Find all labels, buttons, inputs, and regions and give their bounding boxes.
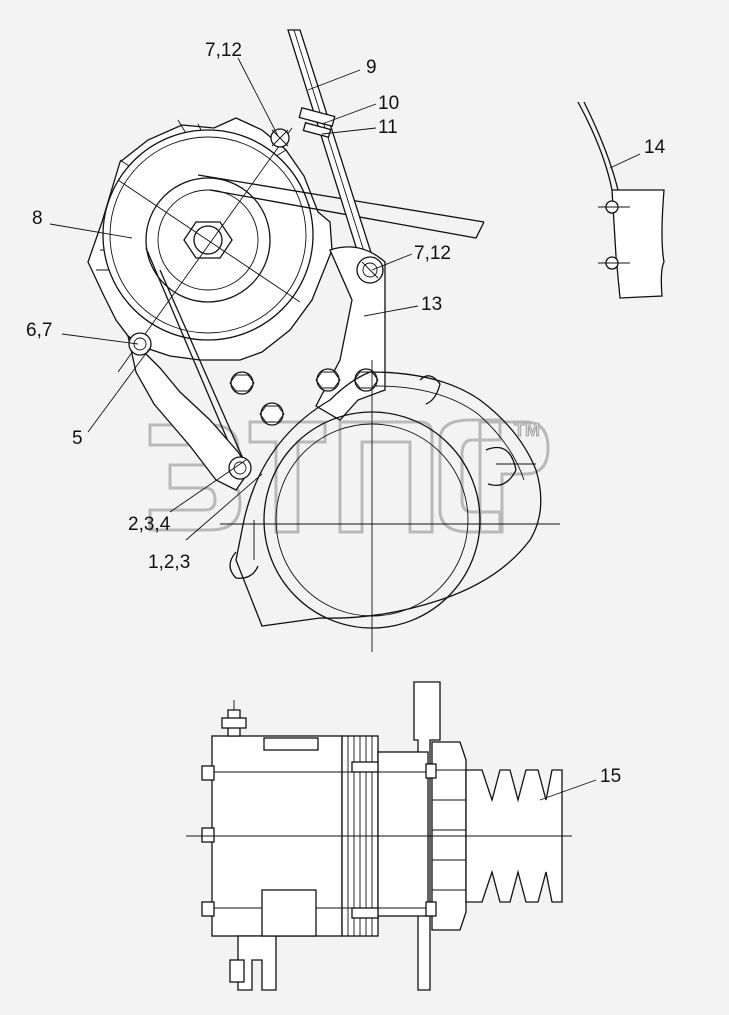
alternator-top-view	[87, 117, 485, 491]
callout-11: 11	[378, 117, 398, 138]
callout-7-12-mid: 7,12	[414, 243, 451, 264]
callout-9: 9	[366, 57, 377, 78]
callout-labels: 7,12 9 10 11 8 7,12 13 6,7 5 2,3,4 1,2,3…	[26, 40, 666, 787]
callout-7-12-top: 7,12	[205, 40, 242, 61]
detail-14	[577, 101, 665, 299]
callout-14: 14	[644, 137, 666, 158]
alternator-side-view	[186, 681, 572, 991]
callout-8: 8	[32, 208, 43, 229]
trademark-symbol: TM	[514, 420, 540, 440]
leader-lines	[49, 57, 641, 801]
callout-5: 5	[72, 428, 83, 449]
engine-housing	[220, 360, 560, 652]
callout-2-3-4: 2,3,4	[128, 514, 171, 535]
callout-15: 15	[600, 766, 621, 787]
callout-6-7: 6,7	[26, 320, 52, 341]
callout-1-2-3: 1,2,3	[148, 552, 190, 573]
callout-13: 13	[421, 294, 442, 315]
callout-10: 10	[378, 93, 399, 114]
